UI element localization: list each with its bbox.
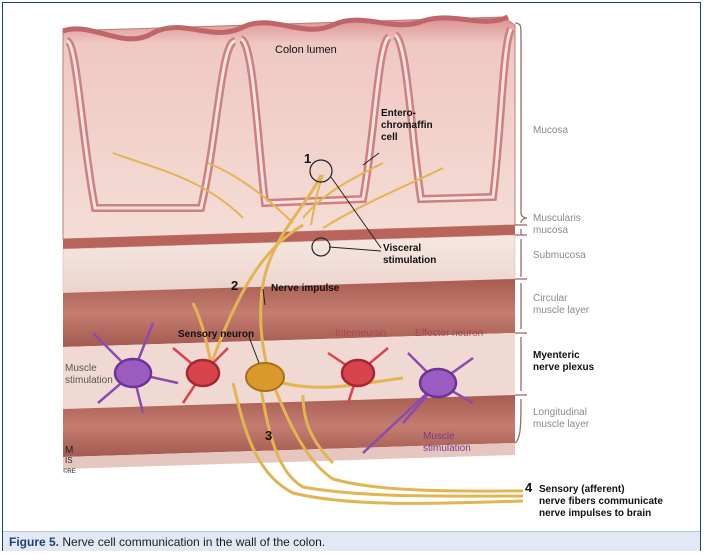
svg-text:IS: IS	[65, 456, 73, 465]
afferent-label-2: nerve fibers communicate	[539, 496, 663, 507]
colon-wall-illustration: Colon lumen Entero- chromaffin cell 1 Vi…	[3, 3, 702, 531]
nerve-impulse-label: Nerve impulse	[271, 283, 340, 294]
svg-text:M: M	[65, 445, 73, 456]
sensory-neuron	[246, 363, 284, 391]
step-4-number: 4	[525, 480, 533, 495]
layer-muscularis-label-2: mucosa	[533, 225, 568, 236]
step-3-number: 3	[265, 428, 272, 443]
muscle-stimulation-left-label-1: Muscle	[65, 363, 97, 374]
figure-number: Figure 5.	[9, 535, 59, 549]
enterochromaffin-label-3: cell	[381, 132, 398, 143]
svg-text:©RE: ©RE	[63, 468, 76, 475]
muscle-stimulation-left-label-2: stimulation	[65, 375, 113, 386]
sensory-neuron-label: Sensory neuron	[178, 329, 254, 340]
visceral-label-2: stimulation	[383, 255, 436, 266]
muscle-stimulation-right-label-1: Muscle	[423, 431, 455, 442]
enterochromaffin-label-2: chromaffin	[381, 120, 433, 131]
layer-submucosa-label: Submucosa	[533, 250, 586, 261]
step-2-number: 2	[231, 278, 238, 293]
muscle-stimulation-right-label-2: stimulation	[423, 443, 471, 454]
layer-longitudinal-label-1: Longitudinal	[533, 407, 587, 418]
layer-myenteric-label-2: nerve plexus	[533, 362, 595, 373]
colon-lumen-label: Colon lumen	[275, 44, 337, 56]
figure-caption-text: Nerve cell communication in the wall of …	[59, 535, 325, 549]
step-1-number: 1	[304, 151, 311, 166]
interneuron-label: Interneuron	[335, 328, 386, 339]
layer-myenteric-label-1: Myenteric	[533, 350, 580, 361]
layer-brackets	[515, 23, 527, 443]
layer-muscularis-label-1: Muscularis	[533, 213, 581, 224]
effector-neuron-label: Effector neuron	[415, 328, 483, 339]
enterochromaffin-label-1: Entero-	[381, 108, 416, 119]
visceral-label-1: Visceral	[383, 243, 421, 254]
layer-circular-label-2: muscle layer	[533, 305, 590, 316]
layer-circular-label-1: Circular	[533, 293, 568, 304]
figure-caption: Figure 5. Nerve cell communication in th…	[3, 531, 700, 551]
layer-mucosa-label: Mucosa	[533, 125, 568, 136]
afferent-label-3: nerve impulses to brain	[539, 508, 651, 519]
afferent-label-1: Sensory (afferent)	[539, 484, 625, 495]
layer-longitudinal-label-2: muscle layer	[533, 419, 590, 430]
